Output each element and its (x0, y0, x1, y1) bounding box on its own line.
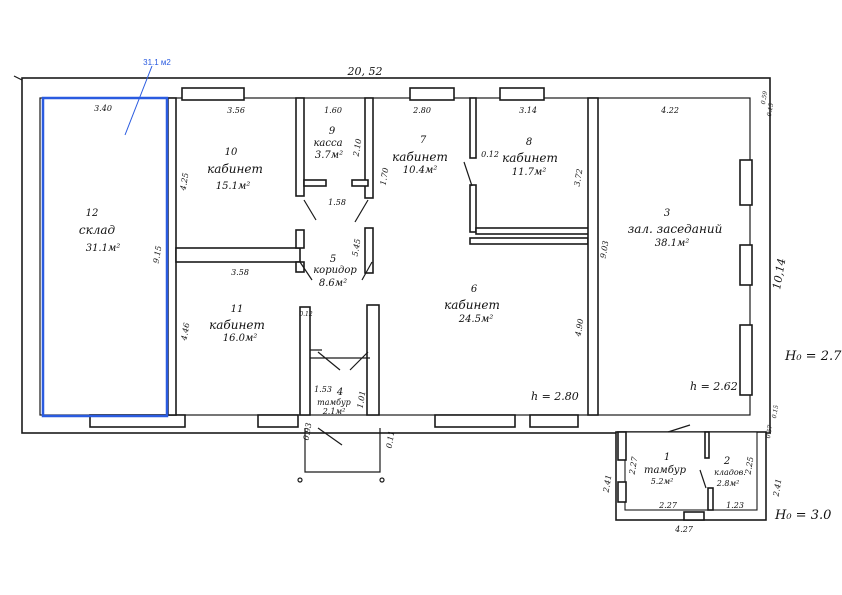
dimension-label: 0.93 (302, 422, 314, 441)
overall-length: 20, 52 (347, 65, 383, 78)
room-number: 6 (471, 284, 478, 295)
dimension-label: 4.46 (179, 322, 191, 342)
room-number: 7 (420, 135, 427, 146)
room-area: 31.1м² (86, 243, 121, 254)
room-area: 16.0м² (223, 333, 258, 344)
entrance-porch (297, 427, 385, 483)
annotation-label: 31.1 м2 (143, 58, 171, 67)
room-area: 24.5м² (458, 314, 494, 325)
dimension-label: 2.80 (412, 106, 431, 115)
dimension-label: 9.03 (599, 240, 611, 259)
room-name: кабинет (209, 318, 265, 332)
dimension-label: 0.12 (481, 150, 499, 159)
dimension-label: 0.12 (299, 311, 313, 318)
room-number: 3 (664, 208, 670, 219)
room-name: кладов. (714, 468, 746, 477)
annotation-leader (124, 65, 153, 136)
dimension-label: 2.27 (658, 501, 678, 510)
dimension-label: 1.01 (356, 390, 368, 409)
dimension-label: 3.14 (519, 106, 537, 115)
dimension-label: 1.58 (328, 198, 346, 207)
dimensions: 3.40 3.56 1.60 2.80 3.14 4.22 4.25 9.15 … (94, 90, 783, 534)
room-number: 2 (723, 456, 730, 467)
dimension-label: 4.25 (178, 172, 190, 192)
room-3[interactable]: 3 зал. заседаний 38.1м² (628, 208, 723, 249)
dimension-label: 1.23 (726, 501, 744, 510)
room-2[interactable]: 2 кладов. 2.8м² (714, 456, 746, 488)
room-number: 11 (231, 304, 244, 315)
room-area: 38.1м² (655, 238, 690, 249)
ceiling-height: h = 2.80 (531, 390, 579, 403)
room-number: 4 (336, 387, 343, 398)
room-area: 2.8м² (716, 479, 740, 488)
dimension-label: 0.15 (771, 404, 780, 419)
dimension-label: 0.57 (765, 424, 774, 439)
dimension-label: 2.41 (601, 474, 613, 494)
room-5[interactable]: 5 коридор 8.6м² (313, 254, 357, 289)
dimension-label: 4.22 (660, 106, 679, 115)
room-name: кабинет (392, 150, 448, 164)
overall-width: 10,14 (770, 257, 788, 290)
room-name: тамбур (317, 398, 351, 407)
room-area: 2.1м² (322, 407, 346, 416)
room-name: склад (79, 223, 116, 237)
height-annex: H₀ = 3.0 (774, 508, 831, 523)
room-7[interactable]: 7 кабинет 10.4м² (392, 135, 448, 176)
dimension-label: 9.15 (152, 245, 164, 264)
room-area: 5.2м² (651, 477, 674, 486)
room-number: 8 (526, 137, 532, 148)
room-number: 10 (225, 147, 238, 158)
dimension-label: 3.56 (227, 106, 245, 115)
room-10[interactable]: 10 кабинет 15.1м² (207, 147, 263, 192)
height-main: H₀ = 2.77 (784, 349, 842, 364)
dimension-label: 0.15 (766, 102, 775, 117)
windows (89, 87, 753, 428)
exterior-walls (13, 75, 771, 434)
room-name: тамбур (644, 465, 687, 476)
room-4[interactable]: 4 тамбур 2.1м² (317, 387, 351, 416)
room-area: 11.7м² (512, 167, 547, 178)
room-name: кабинет (207, 162, 263, 176)
room-name: зал. заседаний (628, 222, 723, 236)
room-number: 9 (329, 126, 336, 137)
dimension-label: 4.90 (573, 318, 585, 338)
dimension-label: 3.72 (573, 168, 585, 187)
room-9[interactable]: 9 касса 3.7м² (313, 126, 343, 161)
room-area: 10.4м² (403, 165, 438, 176)
room-name: кабинет (502, 151, 558, 165)
room-name: кабинет (444, 298, 500, 312)
room-number: 12 (86, 208, 99, 219)
dimension-label: 0.59 (760, 90, 769, 105)
dimension-label: 0.11 (385, 430, 397, 449)
dimension-label: 3.58 (231, 268, 249, 277)
interior-walls (167, 97, 599, 416)
room-1[interactable]: 1 тамбур 5.2м² (644, 452, 687, 486)
dimension-label: 4.27 (674, 525, 694, 534)
room-name: коридор (313, 265, 357, 276)
dimension-label: 1.53 (314, 385, 332, 394)
room-12-highlight[interactable] (41, 96, 169, 418)
dimension-label: 5.45 (351, 238, 363, 257)
dimension-label: 2.41 (771, 478, 783, 498)
room-6[interactable]: 6 кабинет 24.5м² h = 2.80 (444, 284, 579, 403)
room-number: 1 (664, 452, 670, 463)
dimension-label: 2.25 (743, 456, 755, 476)
annex (615, 424, 767, 521)
room-area: 3.7м² (315, 150, 343, 161)
ceiling-height: h = 2.62 (690, 380, 738, 393)
dimension-label: 1.70 (379, 167, 391, 186)
dimension-label: 2.10 (351, 138, 363, 158)
room-11[interactable]: 11 кабинет 16.0м² (209, 304, 265, 344)
dimension-label: 2.27 (627, 455, 639, 476)
room-area: 15.1м² (216, 181, 251, 192)
room-8[interactable]: 8 кабинет 11.7м² (502, 137, 558, 178)
room-name: касса (313, 138, 342, 149)
dimension-label: 3.40 (94, 104, 112, 113)
room-12[interactable]: 12 склад 31.1м² (79, 208, 120, 254)
room-area: 8.6м² (319, 278, 347, 289)
dimension-label: 1.60 (324, 106, 342, 115)
room-number: 5 (330, 254, 336, 265)
